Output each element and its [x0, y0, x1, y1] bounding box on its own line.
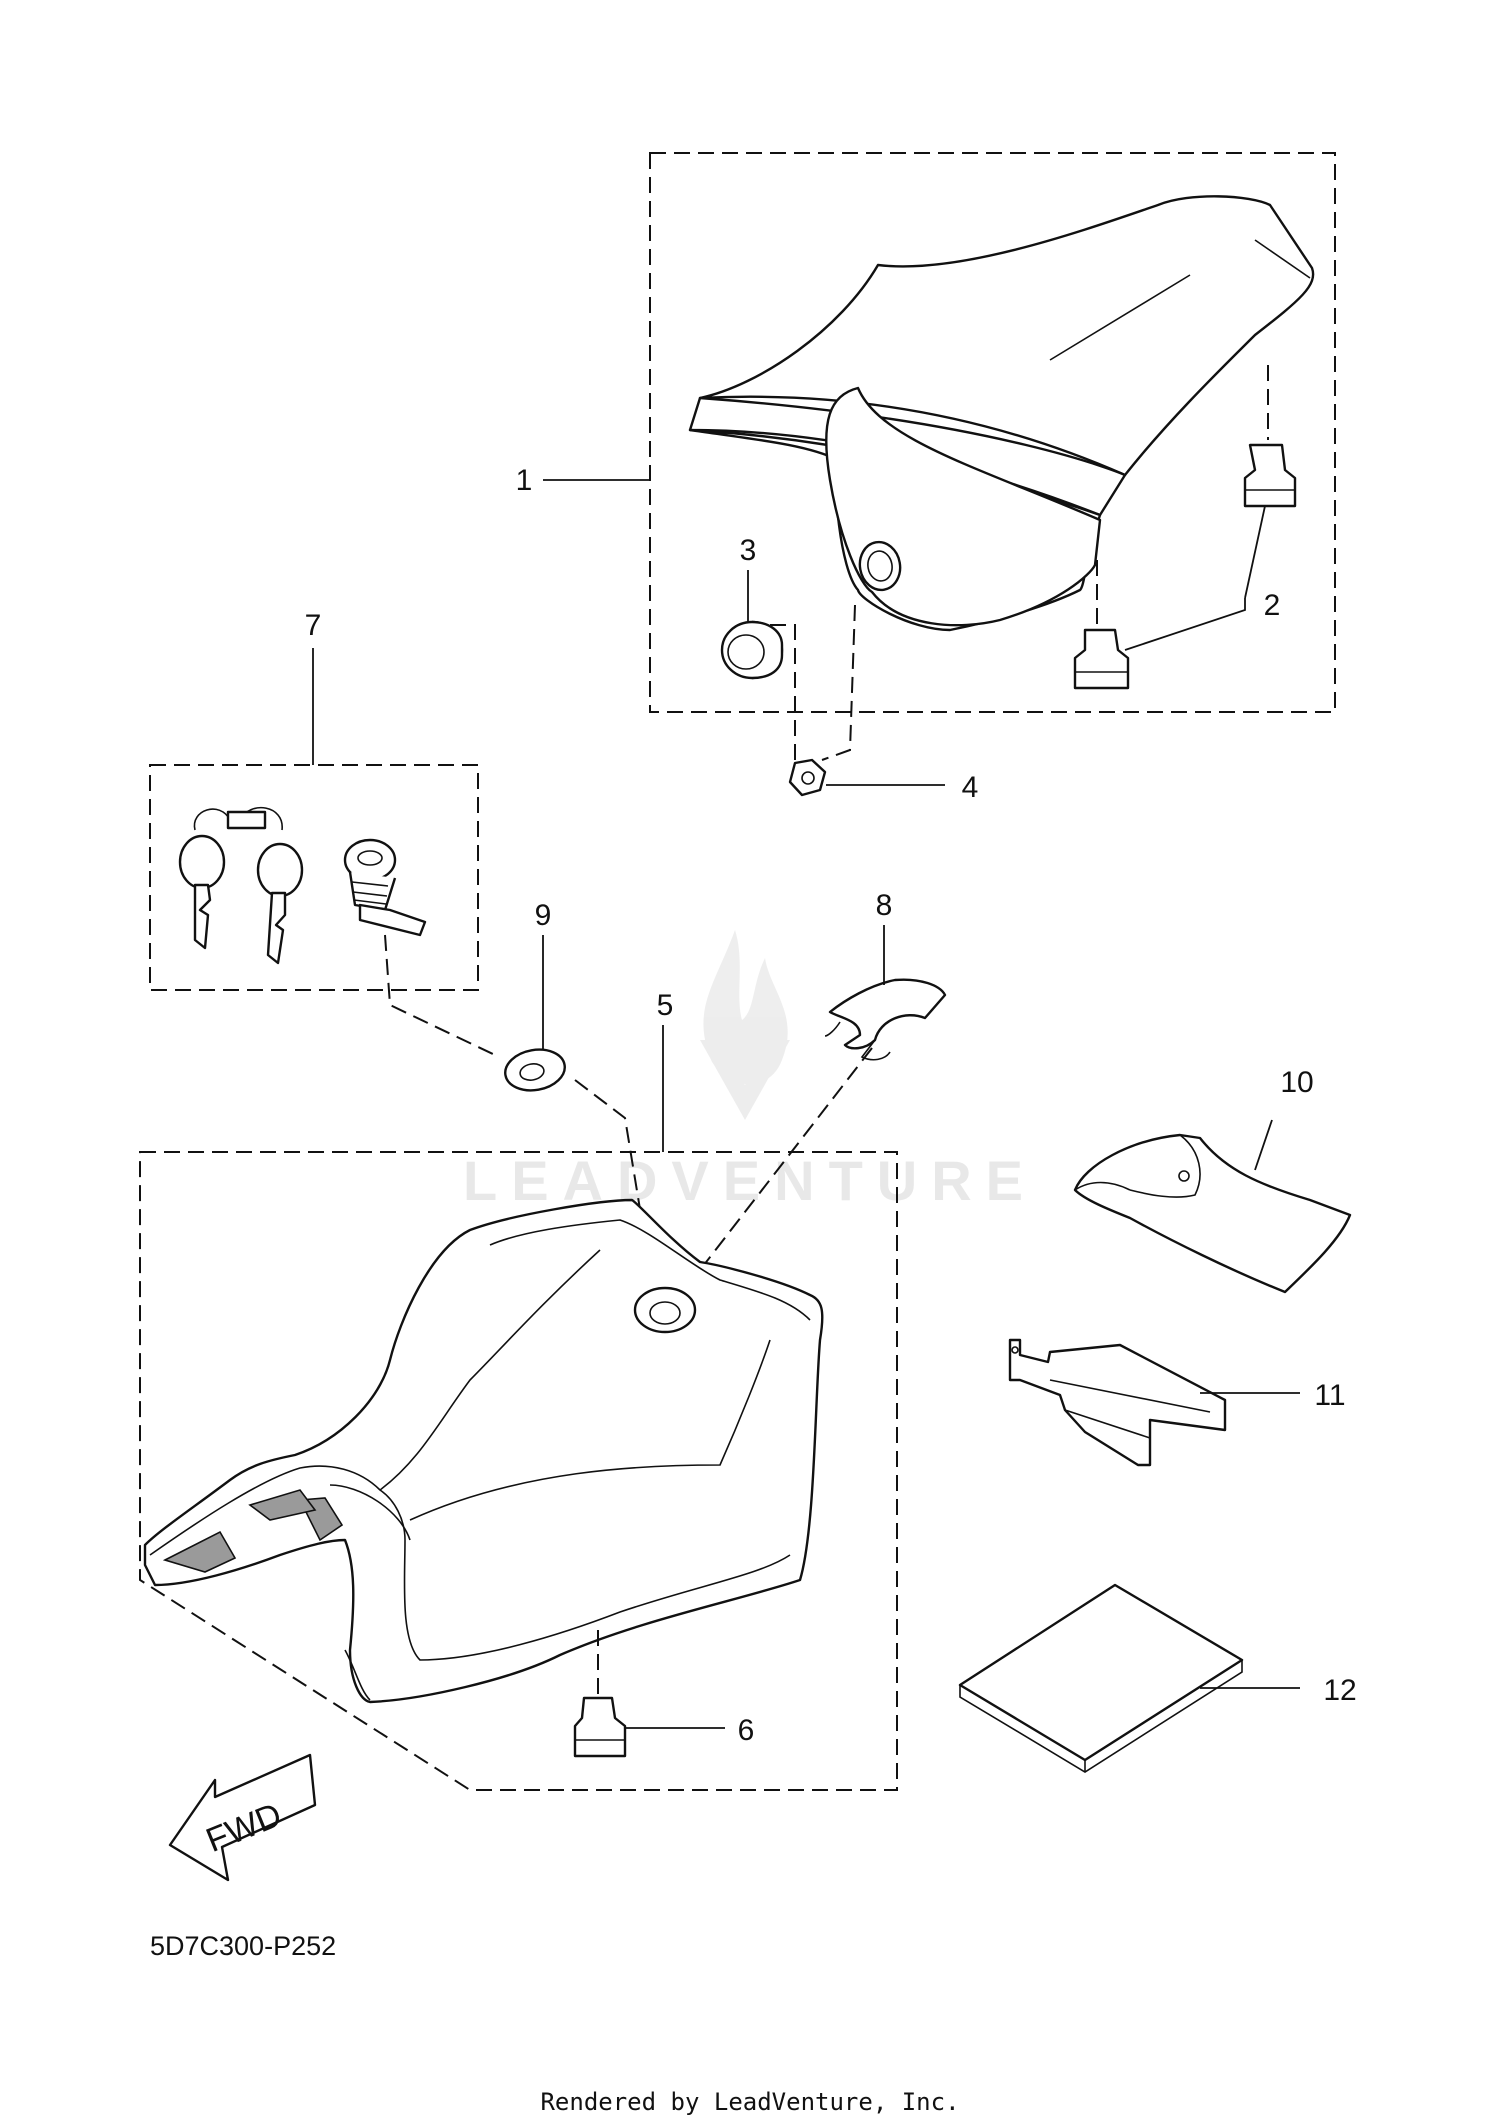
- callout-2: 2: [1264, 589, 1281, 622]
- callout-9: 9: [535, 899, 552, 932]
- rear-seat-assembly-box: [649, 152, 1336, 713]
- callout-5: 5: [657, 989, 674, 1022]
- watermark-text: LEADVENTURE: [463, 1149, 1037, 1212]
- render-credit: Rendered by LeadVenture, Inc.: [540, 2088, 959, 2116]
- seat-cover: [1073, 1133, 1352, 1294]
- nut: [788, 758, 827, 797]
- callout-12: 12: [1323, 1674, 1356, 1707]
- lock-set-box: [149, 764, 479, 991]
- rear-seat-damper-lower: [1073, 628, 1130, 690]
- callout-10: 10: [1280, 1066, 1313, 1099]
- leader-2b: [1244, 505, 1266, 599]
- seat-lock-cylinder: [343, 838, 427, 937]
- leader-10: [1254, 1119, 1273, 1171]
- front-seat-assembly-box: [139, 1151, 898, 1791]
- seat-hook: [824, 978, 947, 1061]
- key-set: [178, 806, 304, 965]
- leadventure-watermark: LEADVENTURE: [463, 930, 1037, 1212]
- callout-4: 4: [962, 771, 979, 804]
- front-seat-damper: [573, 1696, 627, 1758]
- callout-6: 6: [738, 1714, 755, 1747]
- washer: [504, 1048, 566, 1092]
- owners-manual: [958, 1583, 1244, 1773]
- v-watermark-icon: [700, 1040, 790, 1120]
- front-seat: [143, 1198, 824, 1704]
- callout-8: 8: [876, 889, 893, 922]
- rear-seat-damper-upper: [1243, 443, 1297, 508]
- drawing-code: 5D7C300-P252: [150, 1931, 336, 1961]
- callout-11: 11: [1314, 1379, 1345, 1412]
- fwd-arrow-icon: FWD: [168, 1753, 317, 1882]
- callout-7: 7: [305, 609, 322, 642]
- bracket: [1008, 1338, 1227, 1467]
- flame-watermark-icon: [703, 930, 788, 1085]
- leader-2: [1124, 598, 1246, 651]
- callout-1: 1: [516, 464, 533, 497]
- rear-seat-cowl: [688, 195, 1315, 632]
- callout-3: 3: [740, 534, 757, 567]
- grommet: [720, 620, 784, 680]
